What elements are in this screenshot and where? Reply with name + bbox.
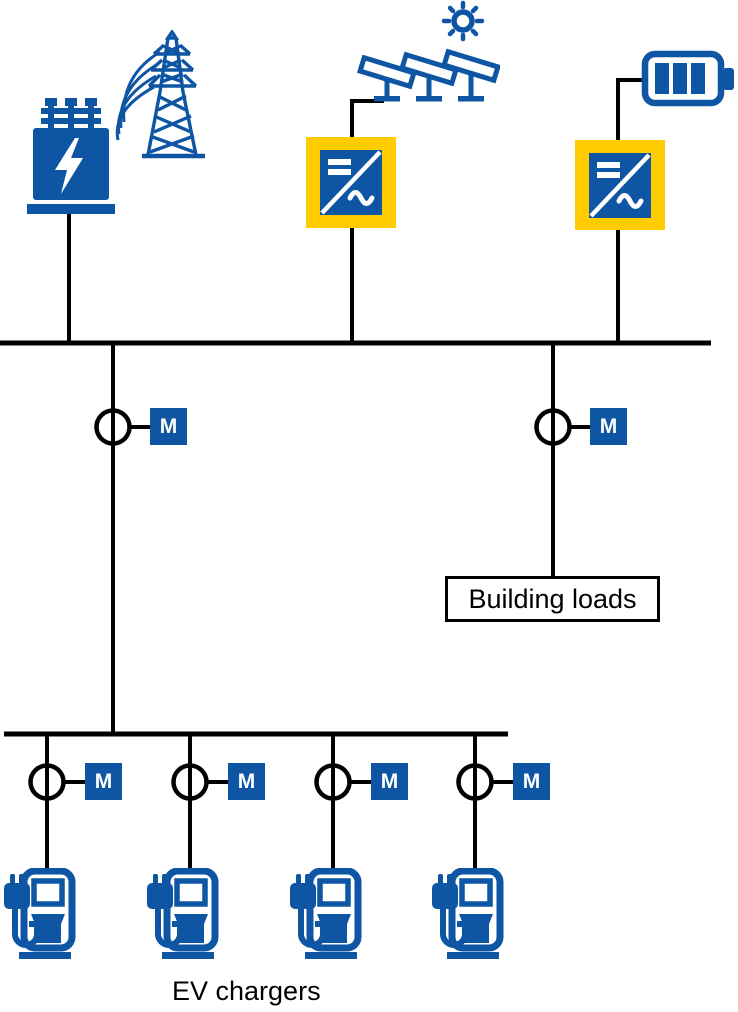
meter-circle-icon xyxy=(534,408,572,446)
sun-icon xyxy=(437,0,489,45)
meter-badge: M xyxy=(513,763,550,800)
meter-badge: M xyxy=(371,763,408,800)
power-wires-icon xyxy=(115,50,161,141)
pv-to-inverter-line xyxy=(350,99,384,140)
battery-icon xyxy=(641,48,738,110)
meter-label: M xyxy=(522,770,541,793)
building-loads-label: Building loads xyxy=(468,583,637,614)
meter-label: M xyxy=(599,415,618,438)
meter-circle-icon xyxy=(171,763,209,801)
battery-to-inverter-line xyxy=(616,78,647,143)
ev-chargers-label: EV chargers xyxy=(172,976,321,1006)
meter-badge: M xyxy=(228,763,265,800)
meter-label: M xyxy=(380,770,399,793)
meter-circle-icon xyxy=(456,763,494,801)
meter-circle-icon xyxy=(314,763,352,801)
building-loads-box: Building loads xyxy=(445,576,660,622)
meter-circle-icon xyxy=(28,763,66,801)
pv-inverter-icon xyxy=(306,137,396,228)
solar-panels-icon xyxy=(356,48,502,106)
meter-badge: M xyxy=(150,408,187,445)
battery-inverter-icon xyxy=(575,140,665,230)
ev-charger-icon xyxy=(289,867,364,963)
ev-charger-icon xyxy=(431,867,506,963)
meter-circle-icon xyxy=(94,408,132,446)
lightning-bolt-icon xyxy=(55,138,83,194)
meter-label: M xyxy=(94,770,113,793)
ev-charger-icon xyxy=(146,867,221,963)
transformer-icon xyxy=(25,98,117,216)
meter-badge: M xyxy=(590,408,627,445)
meter-label: M xyxy=(237,770,256,793)
meter-badge: M xyxy=(85,763,122,800)
meter-label: M xyxy=(159,415,178,438)
transmission-tower-icon xyxy=(112,28,207,163)
ev-charger-icon xyxy=(3,867,78,963)
